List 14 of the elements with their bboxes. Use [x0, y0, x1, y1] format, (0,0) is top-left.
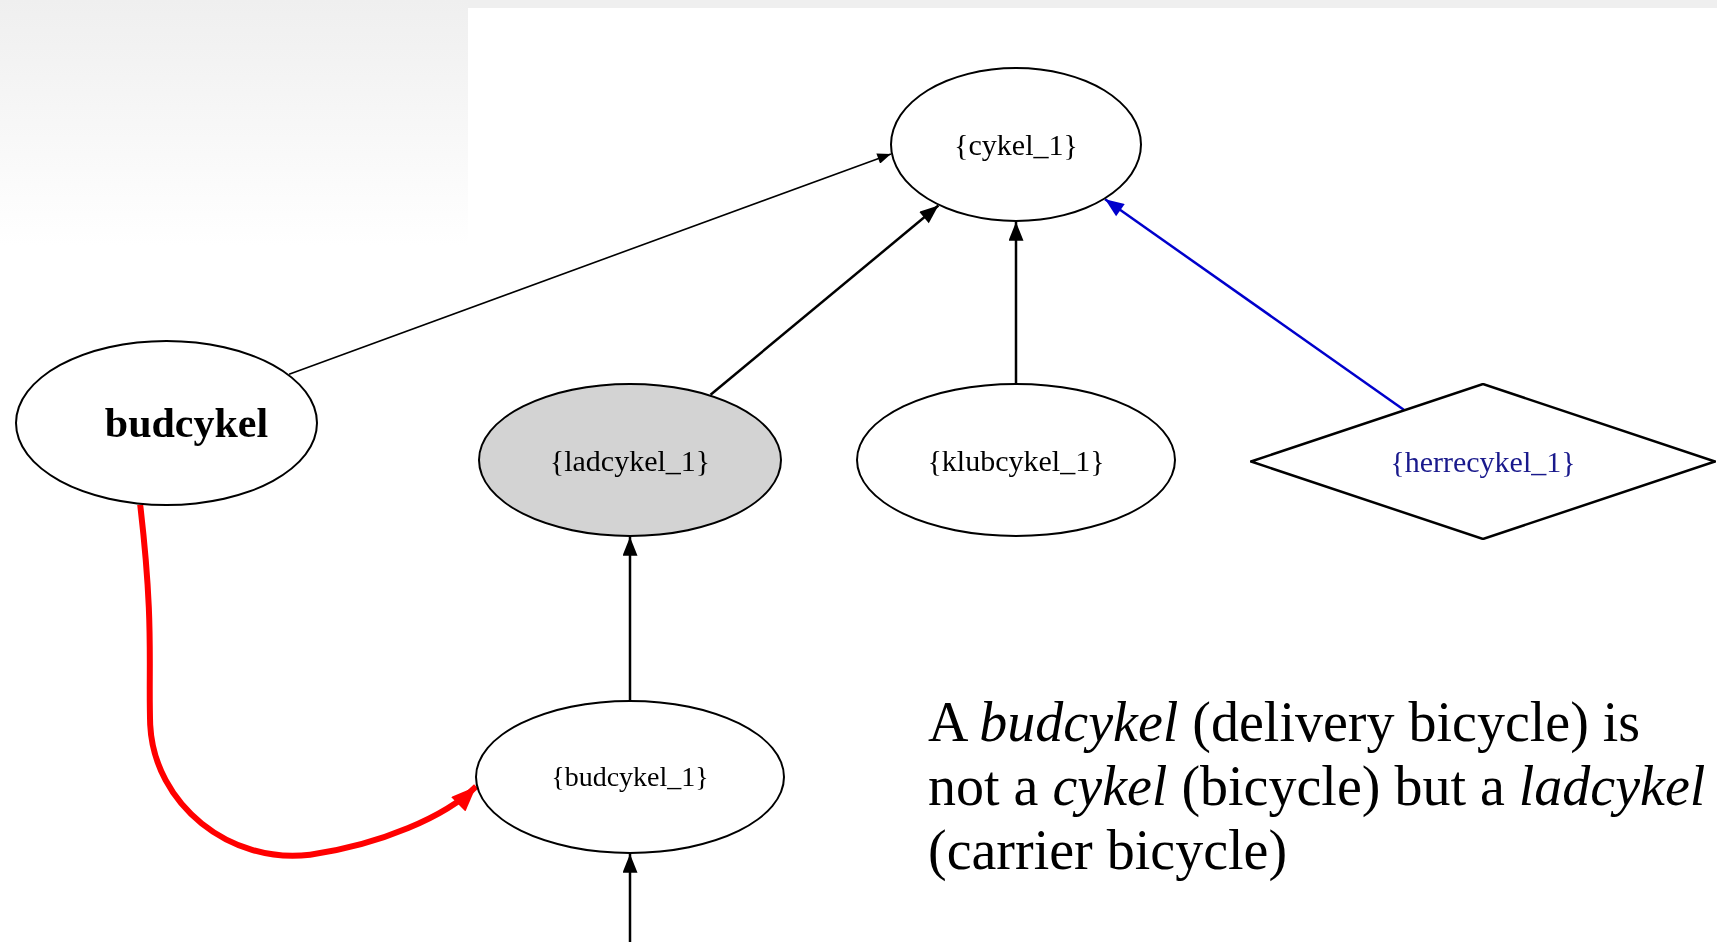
arrow: [1104, 198, 1405, 411]
node-label: budcykel: [103, 398, 269, 448]
node-label: {klubcykel_1}: [927, 442, 1105, 479]
caption-text: A budcykel (delivery bicycle) is not a cykel (bicycle) but a ladcykel (carrier bicycle): [928, 690, 1707, 882]
arrow: [622, 854, 638, 942]
arrow: [288, 153, 892, 375]
arrow: [709, 204, 940, 396]
node-label: {ladcykel_1}: [549, 442, 711, 479]
node-label: {budcykel_1}: [551, 760, 709, 794]
arrow: [622, 537, 638, 700]
arrow: [1008, 222, 1024, 383]
decision-diamond: [1250, 383, 1716, 540]
node-label: {cykel_1}: [954, 127, 1078, 163]
node-label: {herrecykel_1}: [1390, 444, 1576, 480]
